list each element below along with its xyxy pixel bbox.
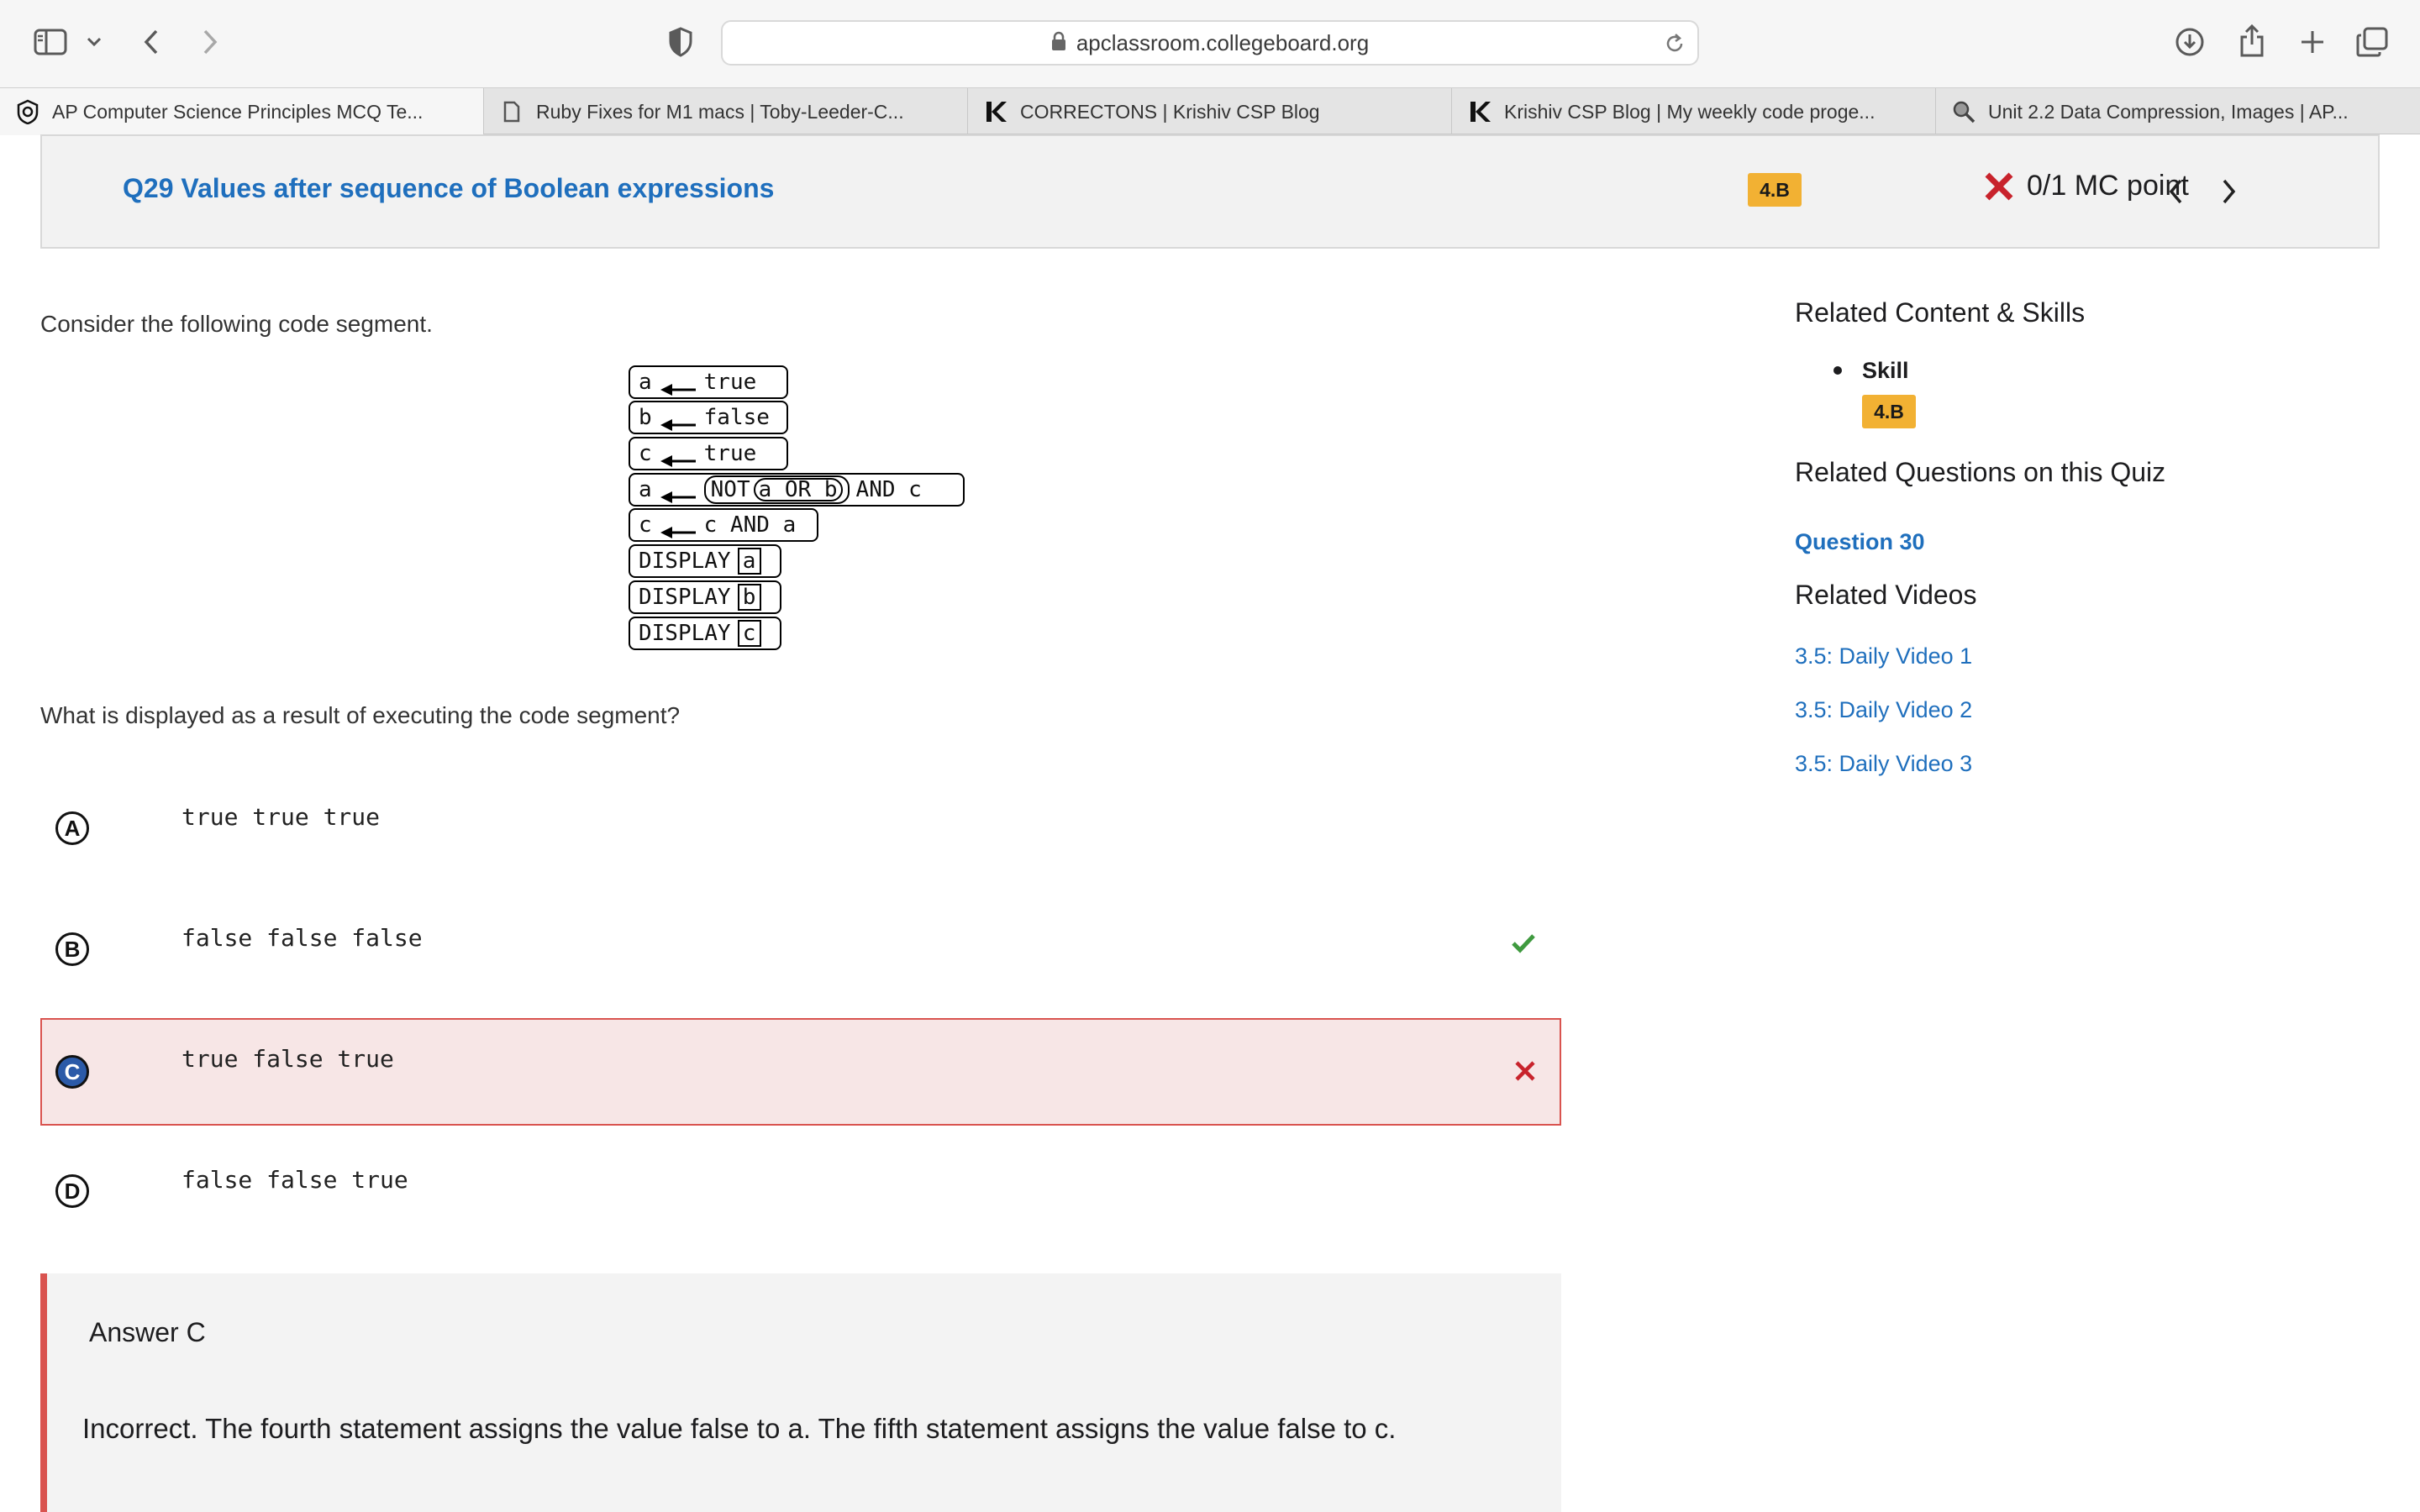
tab-ap-csp-mcq[interactable]: AP Computer Science Principles MCQ Te...	[0, 88, 484, 135]
tab-krishiv-blog[interactable]: Krishiv CSP Blog | My weekly code proge.…	[1452, 88, 1936, 135]
new-tab-icon[interactable]	[2296, 25, 2329, 59]
forward-icon[interactable]	[197, 25, 224, 59]
option-letter: D	[55, 1174, 89, 1208]
browser-toolbar: apclassroom.collegeboard.org	[0, 0, 2420, 87]
option-text: false false false	[182, 924, 423, 952]
related-content-heading: Related Content & Skills	[1795, 297, 2086, 328]
bullet-icon	[1833, 366, 1842, 375]
magnifier-icon	[1951, 99, 1976, 124]
related-questions-heading: Related Questions on this Quiz	[1795, 457, 2166, 487]
code-display: DISPLAY b	[629, 580, 781, 614]
not-expression: NOT a OR b	[703, 475, 850, 504]
lock-icon	[1051, 31, 1066, 55]
option-letter: B	[55, 932, 89, 966]
back-icon[interactable]	[138, 25, 165, 59]
code-line: a NOT a OR b AND c	[629, 473, 965, 507]
share-icon[interactable]	[2235, 22, 2269, 59]
tab-correctons[interactable]: CORRECTONS | Krishiv CSP Blog	[968, 88, 1452, 135]
code-line: a true	[629, 365, 788, 399]
option-b[interactable]: B false false false	[40, 916, 1561, 1000]
shield-icon[interactable]	[666, 25, 696, 59]
option-letter: A	[55, 811, 89, 845]
video-link[interactable]: 3.5: Daily Video 1	[1795, 643, 1973, 669]
code-display: DISPLAY c	[629, 617, 781, 650]
assignment-arrow-icon	[660, 519, 696, 538]
assignment-arrow-icon	[660, 412, 696, 431]
k-logo-icon	[983, 99, 1008, 124]
or-expression: a OR b	[753, 477, 843, 502]
score-indicator: 0/1 MC point	[1983, 170, 2189, 202]
answer-heading: Answer C	[89, 1317, 206, 1347]
option-a[interactable]: A true true true	[40, 795, 1561, 879]
assignment-arrow-icon	[660, 484, 696, 503]
tab-bar: AP Computer Science Principles MCQ Te...…	[0, 87, 2420, 135]
page-icon	[499, 99, 524, 124]
question-header: Q29 Values after sequence of Boolean exp…	[40, 134, 2380, 249]
sidebar-skill-badge: 4.B	[1862, 395, 1916, 428]
option-d[interactable]: D false false true	[40, 1158, 1561, 1242]
assignment-arrow-icon	[660, 376, 696, 396]
option-text: true false true	[182, 1045, 394, 1073]
code-line: c c AND a	[629, 508, 818, 542]
video-link[interactable]: 3.5: Daily Video 3	[1795, 751, 1973, 776]
code-line: b false	[629, 401, 788, 434]
skill-badge: 4.B	[1748, 173, 1802, 207]
question-stem: Consider the following code segment.	[40, 311, 433, 337]
sidebar-icon[interactable]	[32, 27, 69, 57]
related-videos-heading: Related Videos	[1795, 580, 1977, 610]
question-prompt: What is displayed as a result of executi…	[40, 702, 681, 728]
tabs-overview-icon[interactable]	[2354, 25, 2390, 59]
option-c[interactable]: C true false true	[40, 1018, 1561, 1126]
tab-ruby-fixes[interactable]: Ruby Fixes for M1 macs | Toby-Leeder-C..…	[484, 88, 968, 135]
k-logo-icon	[1467, 99, 1492, 124]
address-bar[interactable]: apclassroom.collegeboard.org	[721, 20, 1699, 66]
next-question-icon[interactable]	[2217, 175, 2242, 208]
option-text: true true true	[182, 803, 381, 831]
assignment-arrow-icon	[660, 448, 696, 467]
skill-label: Skill	[1862, 358, 1909, 383]
code-display: DISPLAY a	[629, 544, 781, 578]
incorrect-x-icon	[1514, 1060, 1536, 1086]
incorrect-icon	[1983, 171, 2015, 202]
tab-unit-2-2[interactable]: Unit 2.2 Data Compression, Images | AP..…	[1936, 88, 2420, 135]
download-icon[interactable]	[2173, 25, 2207, 59]
chevron-down-icon[interactable]	[84, 32, 104, 52]
video-link[interactable]: 3.5: Daily Video 2	[1795, 697, 1973, 722]
url-text: apclassroom.collegeboard.org	[1076, 29, 1370, 55]
answer-explanation-panel: Answer C Incorrect. The fourth statement…	[40, 1273, 1561, 1512]
collegeboard-icon	[15, 99, 40, 124]
previous-question-icon[interactable]	[2163, 175, 2188, 208]
option-text: false false true	[182, 1166, 408, 1194]
score-text: 0/1 MC point	[2027, 170, 2189, 202]
answer-explanation: Incorrect. The fourth statement assigns …	[82, 1413, 1397, 1444]
related-question-link[interactable]: Question 30	[1795, 529, 1925, 554]
option-letter: C	[55, 1055, 89, 1089]
correct-check-icon	[1511, 932, 1536, 958]
reload-icon[interactable]	[1664, 32, 1686, 60]
question-title: Q29 Values after sequence of Boolean exp…	[123, 173, 775, 203]
code-line: c true	[629, 437, 788, 470]
